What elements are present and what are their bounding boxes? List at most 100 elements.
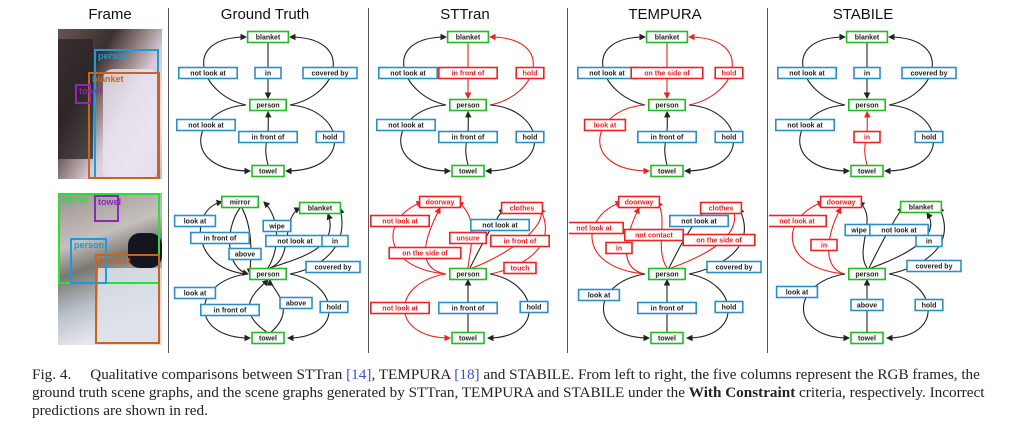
relation-node-look-at: look at — [583, 118, 627, 132]
relation-node-not-look-at: not look at — [869, 223, 930, 237]
relation-node-not-look-at: not look at — [375, 118, 437, 132]
svg-text:not look at: not look at — [390, 71, 426, 78]
svg-text:not look at: not look at — [589, 71, 625, 78]
relation-node-look-at: look at — [775, 285, 819, 299]
edge — [400, 104, 452, 175]
bbox-blanket: blanket — [88, 72, 160, 179]
caption-text: , TEMPURA — [371, 366, 455, 383]
relation-node-wipe: wipe — [262, 219, 292, 233]
relation-node-not-look-at: not look at — [569, 221, 625, 235]
svg-text:on the side of: on the side of — [402, 251, 448, 258]
relation-node-wipe: wipe — [844, 223, 874, 237]
edge — [229, 207, 250, 276]
relation-node-touch: touch — [503, 261, 537, 275]
object-node-doorway: doorway — [617, 195, 661, 209]
object-node-person: person — [648, 98, 687, 112]
citation-link[interactable]: [14] — [346, 366, 372, 383]
relation-node-not-look-at: not look at — [370, 301, 431, 315]
object-node-towel: towel — [251, 331, 285, 345]
relation-node-not-look-at: not look at — [769, 214, 828, 228]
relation-node-covered-by: covered by — [305, 260, 361, 274]
citation-link[interactable]: [18] — [454, 366, 480, 383]
relation-node-covered-by: covered by — [901, 66, 957, 80]
svg-text:not look at: not look at — [277, 239, 313, 246]
scene-graph-tempura-1: blanket person towel not look at on the side… — [577, 30, 744, 178]
relation-node-above: above — [279, 296, 313, 310]
edge — [688, 207, 745, 275]
relation-node-on-the-side-of: on the side of — [388, 246, 462, 260]
edge — [269, 212, 333, 269]
edge — [888, 206, 945, 275]
object-node-towel: towel — [650, 331, 684, 345]
relation-node-look-at: look at — [577, 288, 621, 302]
relation-node-hold: hold — [914, 130, 944, 144]
object-node-doorway: doorway — [418, 195, 462, 209]
svg-text:in front of: in front of — [504, 239, 537, 246]
svg-text:in front of: in front of — [452, 71, 485, 78]
svg-text:covered by: covered by — [315, 265, 352, 272]
relation-node-not-look-at: not look at — [175, 118, 237, 132]
relation-node-hold: hold — [714, 66, 744, 80]
svg-text:in front of: in front of — [214, 308, 247, 315]
svg-text:not look at: not look at — [382, 306, 418, 313]
caption-label: Fig. 4. — [32, 366, 72, 383]
rgb-frame-2: mirror towel person blanket — [58, 193, 162, 345]
svg-text:towel: towel — [858, 336, 876, 343]
object-node-towel: towel — [650, 164, 684, 178]
svg-text:in: in — [616, 246, 622, 253]
svg-text:hold: hold — [922, 135, 937, 142]
relation-node-hold: hold — [714, 130, 744, 144]
svg-text:towel: towel — [259, 169, 277, 176]
relation-node-unsure: unsure — [449, 231, 488, 245]
svg-text:blanket: blanket — [909, 205, 934, 212]
svg-text:towel: towel — [658, 336, 676, 343]
object-node-blanket: blanket — [298, 201, 342, 215]
relation-node-not-look-at: not look at — [774, 118, 836, 132]
svg-text:not look at: not look at — [190, 71, 226, 78]
relation-node-not-look-at: not look at — [378, 66, 439, 80]
object-node-blanket: blanket — [645, 30, 689, 44]
svg-text:towel: towel — [658, 169, 676, 176]
svg-text:hold: hold — [323, 135, 338, 142]
relation-node-hold: hold — [914, 298, 944, 312]
relation-node-hold: hold — [515, 130, 545, 144]
svg-text:towel: towel — [259, 336, 277, 343]
relation-node-in: in — [853, 130, 881, 144]
svg-text:hold: hold — [523, 71, 538, 78]
svg-text:in: in — [864, 71, 870, 78]
svg-text:not look at: not look at — [576, 226, 612, 233]
edge — [868, 206, 904, 269]
column-separator — [567, 8, 568, 353]
object-node-person: person — [848, 98, 887, 112]
object-node-person: person — [249, 98, 288, 112]
object-node-towel: towel — [251, 164, 285, 178]
svg-text:in front of: in front of — [452, 135, 485, 142]
svg-text:not look at: not look at — [188, 123, 224, 130]
svg-text:in: in — [332, 239, 338, 246]
svg-text:blanket: blanket — [308, 206, 333, 213]
svg-text:unsure: unsure — [456, 236, 479, 243]
svg-text:in: in — [864, 135, 870, 142]
edge — [602, 273, 651, 342]
svg-text:hold: hold — [327, 305, 342, 312]
svg-text:hold: hold — [722, 305, 737, 312]
relation-node-in-front-of: in front of — [189, 231, 251, 245]
relation-node-in: in — [254, 66, 282, 80]
relation-node-in-front-of: in front of — [438, 66, 499, 80]
relation-node-not-look-at: not look at — [577, 66, 638, 80]
object-node-blanket: blanket — [446, 30, 490, 44]
relation-node-in-front-of: in front of — [490, 234, 551, 248]
svg-text:towel: towel — [858, 169, 876, 176]
svg-text:blanket: blanket — [456, 35, 481, 42]
svg-text:not contact: not contact — [635, 233, 673, 240]
relation-node-above: above — [850, 298, 884, 312]
relation-node-covered-by: covered by — [906, 259, 962, 273]
relation-node-not-look-at: not look at — [669, 214, 730, 228]
relation-node-in-front-of: in front of — [637, 130, 698, 144]
svg-text:on the side of: on the side of — [644, 71, 690, 78]
relation-node-in: in — [853, 66, 881, 80]
